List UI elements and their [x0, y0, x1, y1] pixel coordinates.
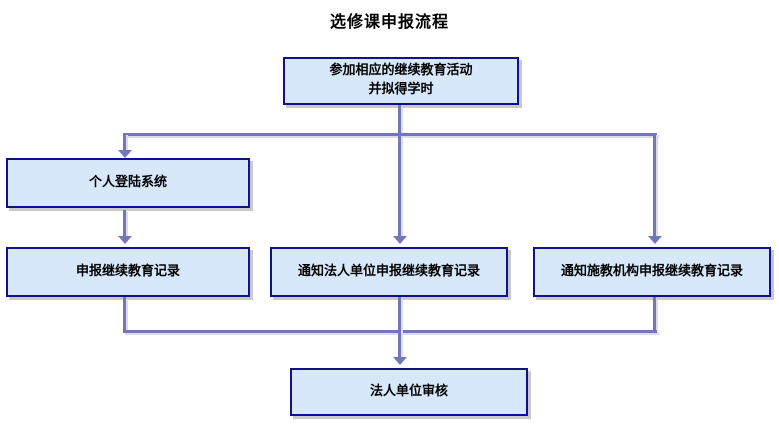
connector-branch-left-drop: [123, 133, 126, 150]
node-legal-unit-review-label: 法人单位审核: [369, 383, 448, 399]
node-start: 参加相应的继续教育活动 并拟得学时: [283, 57, 519, 105]
connector-login-to-declare: [123, 210, 126, 236]
node-start-line2: 并拟得学时: [368, 82, 434, 97]
node-personal-login: 个人登陆系统: [6, 158, 250, 208]
node-start-line1: 参加相应的继续教育活动: [329, 63, 473, 79]
node-notify-teaching-org-label: 通知施教机构申报继续教育记录: [560, 263, 743, 279]
arrowhead-into-notify-legal: [393, 236, 407, 244]
connector-top-branch-bar: [123, 133, 657, 136]
node-declare-record: 申报继续教育记录: [6, 247, 250, 297]
arrowhead-into-review: [393, 357, 407, 365]
node-notify-legal-unit: 通知法人单位申报继续教育记录: [270, 247, 508, 297]
arrowhead-into-notify-teach: [648, 236, 662, 244]
arrowhead-into-login: [118, 150, 132, 158]
connector-branch-right-drop: [653, 133, 656, 236]
node-personal-login-label: 个人登陆系统: [88, 174, 167, 190]
node-legal-unit-review: 法人单位审核: [290, 368, 528, 416]
diagram-title: 选修课申报流程: [329, 12, 449, 31]
arrowhead-into-declare: [118, 236, 132, 244]
connector-notify-teach-down: [653, 297, 656, 333]
connector-start-stem: [398, 105, 401, 133]
node-declare-record-label: 申报继续教育记录: [75, 263, 180, 279]
node-notify-legal-unit-label: 通知法人单位申报继续教育记录: [297, 263, 480, 279]
connector-bottom-merge-bar: [123, 330, 657, 333]
connector-branch-center-drop: [398, 136, 401, 236]
connector-declare-down: [123, 297, 126, 333]
node-notify-teaching-org: 通知施教机构申报继续教育记录: [533, 247, 771, 297]
connector-merge-to-review: [398, 297, 401, 357]
